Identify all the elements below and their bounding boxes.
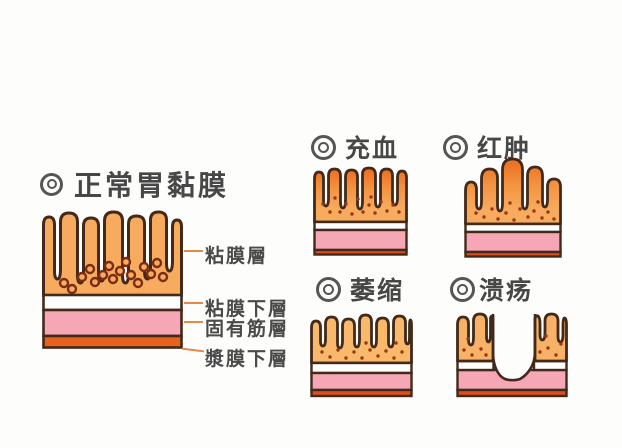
label-submucosa-layer: 粘膜下層 [205, 299, 290, 320]
leader-line-muscularis [184, 321, 203, 323]
congestion-dots [474, 200, 556, 222]
double-circle-icon [311, 134, 336, 160]
ulcer-illustration [456, 312, 568, 398]
label-muscularis-layer: 固有筋層 [205, 319, 290, 340]
condition-title-text: 溃疡 [479, 277, 534, 305]
redness-swelling-illustration [464, 157, 562, 258]
atrophy-illustration [310, 313, 413, 398]
leader-line-submucosa [184, 302, 203, 304]
condition-title-text: 充血 [345, 135, 400, 163]
condition-title-redness-swelling: 红肿 [443, 129, 531, 165]
condition-title-text: 红肿 [477, 135, 532, 163]
label-mucosa-layer: 粘膜層 [205, 246, 269, 267]
hyperemia-illustration [313, 166, 408, 256]
leader-line-mucosa [184, 250, 203, 252]
gland-circles [58, 256, 169, 295]
double-circle-icon [450, 276, 475, 302]
condition-title-text: 萎缩 [350, 277, 405, 305]
ulcer-crater [493, 314, 535, 381]
condition-title-ulcer: 溃疡 [450, 271, 533, 307]
label-subserosa-layer: 漿膜下層 [205, 349, 290, 370]
double-circle-icon [443, 134, 468, 160]
double-circle-icon [40, 172, 63, 196]
congestion-dots [320, 341, 404, 360]
congestion-dots [321, 195, 401, 216]
condition-title-hyperemia: 充血 [311, 129, 399, 165]
main-title-text: 正常胃黏膜 [74, 170, 230, 201]
congestion-dots [462, 334, 563, 357]
condition-title-atrophy: 萎缩 [316, 271, 404, 307]
main-title: 正常胃黏膜 [40, 164, 229, 204]
leader-line-subserosa [181, 347, 205, 353]
normal-mucosa-illustration [42, 210, 183, 349]
double-circle-icon [316, 276, 341, 302]
